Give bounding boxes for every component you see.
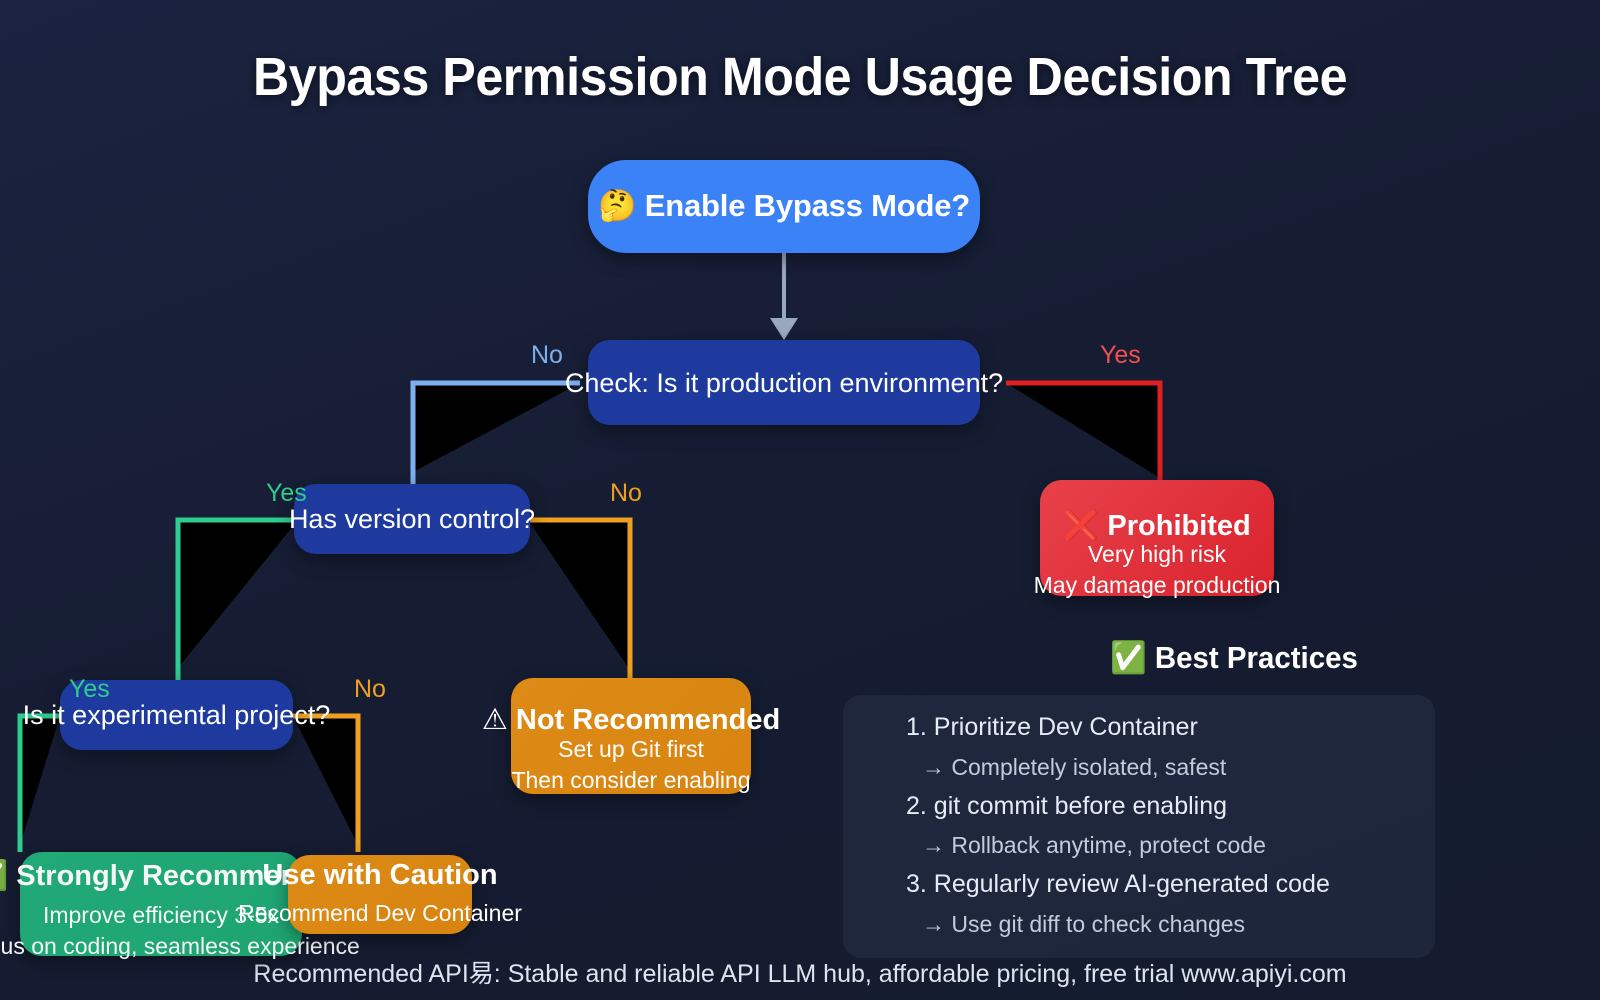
node-use-with-caution-line1: Recommend Dev Container (238, 900, 522, 926)
edge-versioncontrol-no (528, 517, 633, 670)
node-experimental-project[interactable]: Is it experimental project? (23, 680, 330, 750)
edge-label-versioncontrol-no: No (610, 479, 642, 507)
edge-label-experimental-yes: Yes (69, 675, 110, 703)
best-practices-item-3-sub: → Use git diff to check changes (922, 911, 1246, 937)
node-prohibited[interactable]: ❌ Prohibited Very high risk May damage p… (1034, 480, 1280, 598)
node-version-control[interactable]: Has version control? (289, 484, 535, 554)
cross-mark-icon: ❌ (1063, 508, 1100, 542)
node-not-recommended-line2: Then consider enabling (511, 767, 751, 793)
footer-note: Recommended API易: Stable and reliable AP… (253, 960, 1347, 988)
node-strongly-recommended-line1: Improve efficiency 3-5x (42, 902, 280, 928)
node-prohibited-title: Prohibited (1107, 510, 1251, 542)
edge-prodcheck-no (410, 380, 580, 472)
check-mark-button-icon: ✅ (1110, 640, 1147, 676)
best-practices-item-1: 1. Prioritize Dev Container (906, 713, 1198, 741)
node-use-with-caution-title-row: Use with Caution (262, 860, 497, 890)
node-not-recommended[interactable]: ⚠ Not Recommended Set up Git first Then … (482, 678, 780, 794)
node-use-with-caution[interactable]: Use with Caution Recommend Dev Container (238, 855, 522, 934)
check-mark-button-icon: ✅ (0, 858, 8, 892)
node-experimental-project-label: Is it experimental project? (22, 699, 331, 730)
best-practices-heading-label: Best Practices (1154, 640, 1358, 675)
edge-label-versioncontrol-yes: Yes (266, 479, 307, 507)
node-use-with-caution-title: Use with Caution (262, 859, 498, 891)
best-practices-item-2-sub: → Rollback anytime, protect code (922, 832, 1266, 858)
node-prohibited-line1: Very high risk (1087, 541, 1227, 567)
node-version-control-label: Has version control? (288, 503, 536, 534)
node-prohibited-line2: May damage production (1033, 572, 1281, 598)
edge-label-prodcheck-yes: Yes (1100, 341, 1141, 369)
best-practices-item-3: 3. Regularly review AI-generated code (906, 870, 1330, 898)
node-root-label: 🤔 Enable Bypass Mode? (597, 188, 971, 225)
edge-experimental-yes (17, 713, 60, 845)
node-strongly-recommended-line2: Focus on coding, seamless experience (0, 933, 360, 959)
edge-prodcheck-yes (1006, 380, 1163, 478)
edge-experimental-no (293, 713, 361, 845)
page-title: Bypass Permission Mode Usage Decision Tr… (252, 47, 1348, 107)
node-not-recommended-line1: Set up Git first (558, 736, 704, 762)
best-practices-panel (843, 695, 1435, 958)
node-production-check[interactable]: Check: Is it production environment? (565, 340, 1003, 425)
node-prohibited-title-row: ❌ Prohibited (1063, 510, 1251, 541)
edge-versioncontrol-yes (175, 517, 298, 668)
node-not-recommended-title: Not Recommended (515, 704, 781, 736)
node-not-recommended-title-row: ⚠ Not Recommended (482, 704, 780, 735)
edge-label-experimental-no: No (354, 675, 386, 703)
edge-root-to-prodcheck (770, 253, 798, 340)
best-practices-heading: ✅ Best Practices (1110, 639, 1358, 676)
warning-triangle-icon: ⚠ (481, 702, 508, 736)
node-root-enable-bypass[interactable]: 🤔 Enable Bypass Mode? (588, 160, 980, 253)
thinking-face-icon: 🤔 (597, 188, 637, 225)
node-root-title: Enable Bypass Mode? (644, 188, 971, 224)
best-practices-item-2: 2. git commit before enabling (906, 792, 1228, 820)
node-production-check-label: Check: Is it production environment? (564, 367, 1004, 398)
edge-label-prodcheck-no: No (531, 341, 563, 369)
best-practices-item-1-sub: → Completely isolated, safest (922, 754, 1227, 780)
